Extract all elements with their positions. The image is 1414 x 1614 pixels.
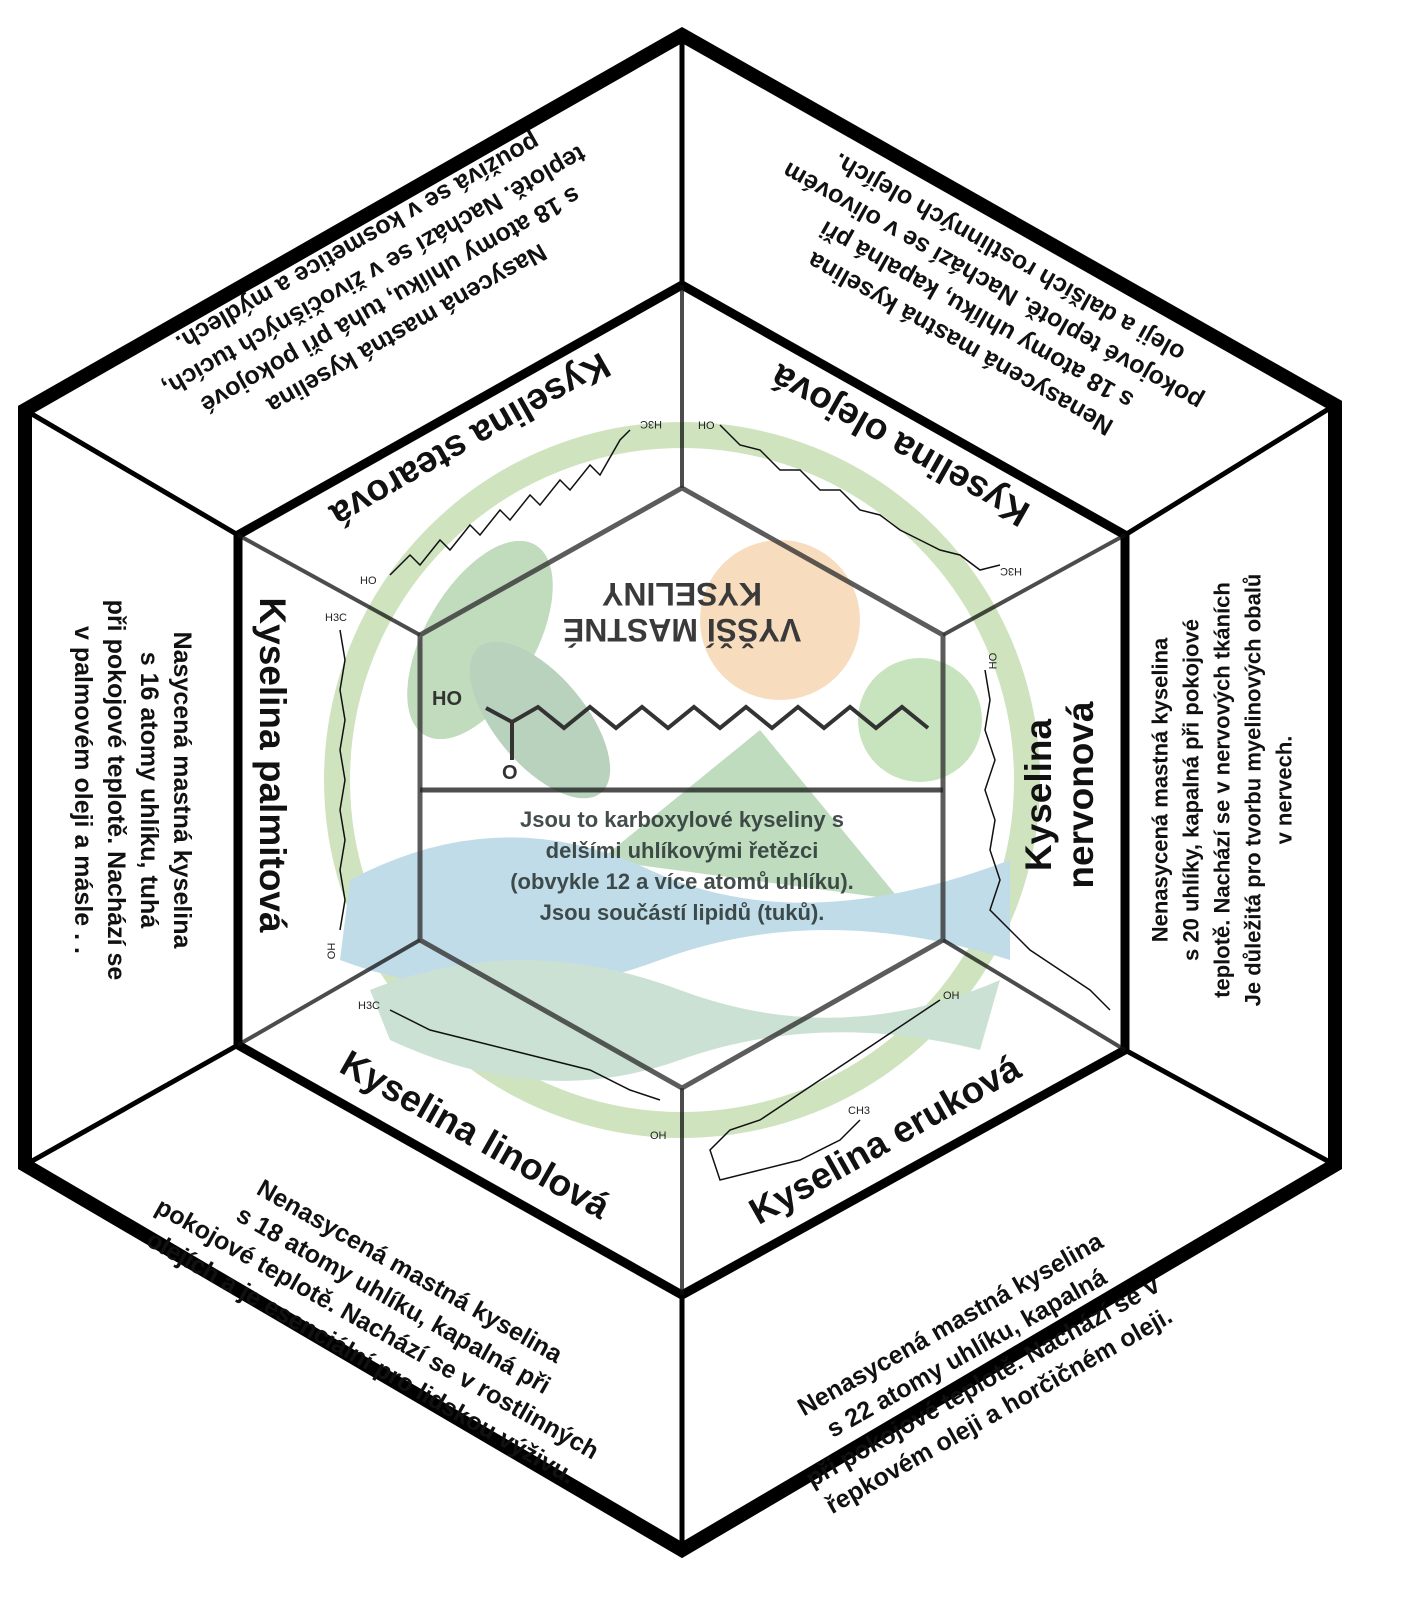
description-line: s 20 uhlíky, kapalná při pokojové <box>1178 619 1204 961</box>
description-line: teplotě. Nachází se v nervových tkáních <box>1209 582 1235 998</box>
description-line: Nenasycená mastná kyselina <box>1147 637 1173 943</box>
molecule-structures <box>339 424 1111 1181</box>
oxygen-label: O <box>502 762 518 784</box>
description-line: v nervech. <box>1271 735 1297 845</box>
description-line: Je důležitá pro tvorbu myelinových obalů <box>1240 573 1266 1007</box>
sun-icon <box>700 540 860 700</box>
formula-label: H3C <box>325 612 348 624</box>
nervonic-description: Nenasycená mastná kyselina s 20 uhlíky, … <box>1145 574 1300 1007</box>
formula-label: OH <box>650 1130 667 1142</box>
description-line: při pokojové teplotě. Nachází se <box>102 599 130 981</box>
center-title: VYŠŠÍ MASTNÉ KYSELINY <box>563 576 801 648</box>
wave-icon <box>370 960 1000 1081</box>
description-line: Nasycená mastná kyselina <box>168 631 196 949</box>
title-line: VYŠŠÍ MASTNÉ <box>562 612 802 648</box>
description-line: delšími uhlíkovými řetězci <box>545 838 819 863</box>
description-line: (obvykle 12 a více atomů uhlíku). <box>510 869 854 894</box>
formula-label: HO <box>698 420 715 432</box>
inner-hexagon <box>417 485 946 1091</box>
title-line: Kyselina <box>1018 718 1059 872</box>
formula-label: HO <box>987 652 1000 670</box>
mountain-icon <box>600 730 900 900</box>
inner-spokes <box>237 285 1127 1295</box>
formula-label: OH <box>943 990 960 1002</box>
formula-label: H3C <box>1000 565 1023 577</box>
center-description: Jsou to karboxylové kyseliny s delšími u… <box>510 804 854 928</box>
description-line: s 16 atomy uhlíku, tuhá <box>135 651 163 929</box>
palmitic-description: Nasycená mastná kyselina s 16 atomy uhlí… <box>66 600 198 981</box>
formula-label: H3C <box>358 1000 381 1012</box>
hydroxyl-label: HO <box>432 688 462 710</box>
formula-label: HO <box>360 575 377 587</box>
description-line: Jsou to karboxylové kyseliny s <box>519 807 845 832</box>
formula-label: H3C <box>640 418 663 430</box>
center-molecule <box>485 704 930 760</box>
description-line: Jsou součástí lipidů (tuků). <box>539 900 825 925</box>
palmitic-title: Kyselina palmitová <box>252 597 293 933</box>
nervonic-title: Kyselina nervonová <box>1018 701 1102 888</box>
leaf-icon <box>407 540 553 740</box>
formula-label: CH3 <box>848 1105 871 1117</box>
description-line: v palmovém oleji a másle . . <box>69 626 97 954</box>
wave-icon <box>340 837 1010 990</box>
leaf-icon <box>469 641 611 799</box>
title-line: nervonová <box>1060 701 1101 889</box>
formula-label: HO <box>324 942 337 960</box>
title-line: KYSELINY <box>601 576 763 612</box>
spokes <box>23 35 1337 1550</box>
